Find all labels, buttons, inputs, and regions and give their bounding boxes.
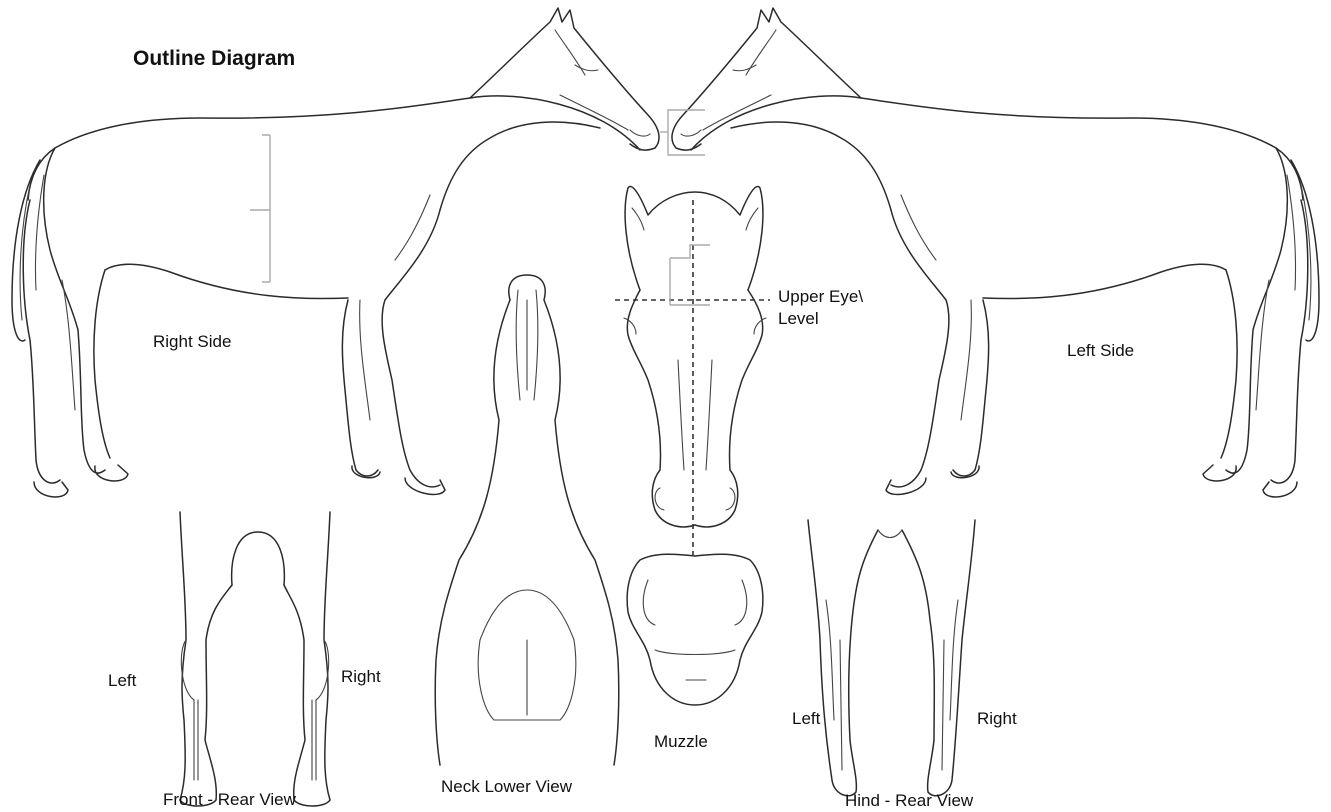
eye-bracket-guide: [670, 245, 710, 305]
hind-rear-view-caption: Hind - Rear View: [845, 791, 973, 811]
upper-eye-level-label-line2: Level: [778, 309, 819, 329]
left-side-horse-outline: [672, 8, 1319, 497]
height-scale-guide: [250, 135, 270, 282]
hind-rear-view-legs: [808, 520, 975, 796]
diagram-title: Outline Diagram: [133, 46, 295, 71]
right-side-horse-outline: [12, 8, 659, 497]
upper-eye-level-label-line1: Upper Eye\: [778, 287, 863, 307]
muzzle-outline: [627, 554, 763, 705]
front-right-label: Right: [341, 667, 381, 687]
front-left-label: Left: [108, 671, 136, 691]
neck-lower-view-outline: [435, 275, 619, 765]
hind-left-label: Left: [792, 709, 820, 729]
right-side-label: Right Side: [153, 332, 231, 352]
front-head-outline: [624, 187, 766, 527]
front-rear-view-legs: [180, 512, 330, 806]
front-rear-view-caption: Front - Rear View: [163, 790, 296, 810]
neck-lower-view-caption: Neck Lower View: [441, 777, 572, 797]
left-side-label: Left Side: [1067, 341, 1134, 361]
hind-right-label: Right: [977, 709, 1017, 729]
muzzle-caption: Muzzle: [654, 732, 708, 752]
